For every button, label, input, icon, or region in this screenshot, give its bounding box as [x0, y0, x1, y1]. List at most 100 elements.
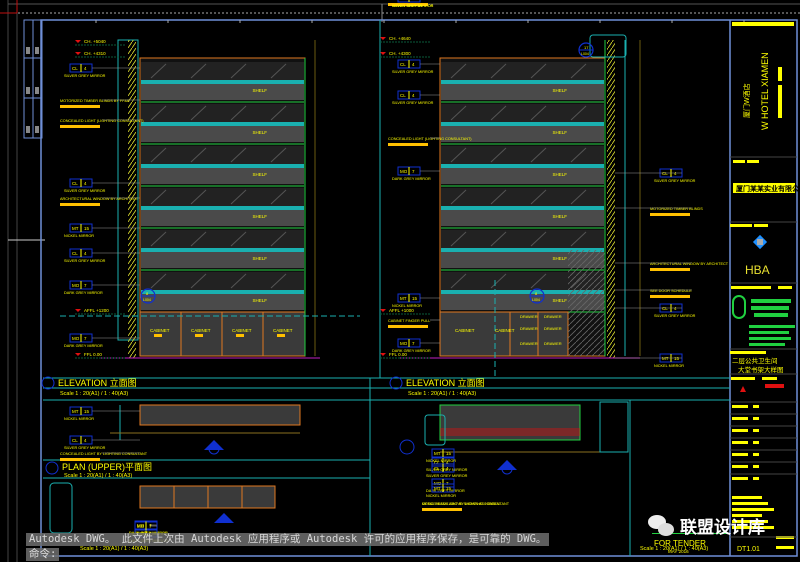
callout-text: DARK GREY MIRROR	[392, 349, 431, 353]
plan-upper-drawing[interactable]	[49, 482, 276, 534]
note-bar	[60, 458, 100, 461]
callout-tag: MT	[662, 356, 669, 361]
shelf-label: SHELF	[553, 130, 568, 135]
shelf-panel	[441, 126, 604, 142]
glass-hatch	[190, 273, 207, 289]
title-block-note	[732, 496, 762, 499]
callout-num: 7	[149, 524, 152, 529]
callout-num: 7	[149, 523, 152, 528]
note-bar	[388, 3, 428, 6]
glass-hatch	[150, 231, 167, 247]
plan-upper-header: PLAN (UPPER)平面图 Scale 1 : 20(A1) / 1 : 4…	[45, 461, 152, 479]
cabinet-label: CABINET	[232, 328, 252, 333]
glass-hatch	[570, 231, 587, 247]
callout-text: NICKEL MIRROR	[392, 4, 422, 8]
shelf-edge	[441, 122, 604, 126]
glass-hatch	[150, 63, 167, 79]
left-elevation-title: ELEVATION 立面图	[58, 377, 137, 388]
level-text: AFFL +1000	[389, 308, 414, 313]
level-marker-icon	[380, 37, 386, 40]
glass-hatch	[490, 189, 507, 205]
note-bar	[650, 213, 690, 216]
callout-text-lr: SILVER GREY MIRROR	[426, 468, 468, 472]
shelf-label: SHELF	[553, 214, 568, 219]
callout-num: 7	[412, 341, 415, 346]
shelf-panel	[141, 252, 304, 268]
glass-hatch	[270, 105, 287, 121]
glass-hatch	[490, 147, 507, 163]
status-date: MAY 2016	[668, 549, 689, 554]
glass-hatch	[570, 189, 587, 205]
firm-logo-text: HBA	[745, 263, 770, 277]
status-for-tender: FOR TENDER	[654, 539, 706, 548]
callout-tag: CL	[400, 0, 406, 1]
lower-left-section[interactable]	[110, 404, 301, 455]
glass-band	[141, 188, 304, 206]
callout-tag: MT	[434, 451, 441, 456]
callout-num: 4	[412, 62, 415, 67]
note-text-right: MOTORIZED TIMBER BLINDS	[650, 207, 703, 211]
drawer-label: DRAWER	[520, 341, 538, 346]
shelf-label: SHELF	[253, 130, 268, 135]
glass-hatch	[530, 147, 547, 163]
callout-tag: MT	[400, 0, 407, 1]
glass-hatch	[270, 63, 287, 79]
callout-text: NICKEL MIRROR	[392, 304, 422, 308]
shelf-label: SHELF	[553, 172, 568, 177]
callout-text: SILVER GREY MIRROR	[64, 259, 106, 263]
title-block-value	[753, 441, 759, 444]
left-elevation-scale: Scale 1 : 20(A1) / 1 : 40(A3)	[60, 391, 128, 397]
glass-hatch	[270, 147, 287, 163]
callout-text: DARK GREY MIRROR	[64, 344, 103, 348]
shelf-edge	[141, 80, 304, 84]
level-marker-icon	[380, 309, 386, 312]
drawer-label: DRAWER	[544, 326, 562, 331]
callout-num: 15	[674, 356, 680, 361]
title-block-field	[732, 477, 748, 480]
note-bar	[388, 143, 428, 146]
level-text: FFL 0.00	[389, 352, 407, 357]
glass-hatch	[450, 189, 467, 205]
glass-band	[441, 104, 604, 122]
glass-hatch	[450, 63, 467, 79]
glass-hatch	[190, 189, 207, 205]
callout-num: 15	[84, 409, 90, 414]
callout-tag: CL	[400, 62, 406, 67]
callout-tag: MO	[400, 169, 408, 174]
watermark-text: 联盟设计库	[680, 518, 765, 538]
glass-hatch	[570, 63, 587, 79]
glass-hatch	[570, 105, 587, 121]
glass-hatch	[270, 189, 287, 205]
note-text-lower: CONCEALED LIGHT BY LIGHTING CONSULTANT	[60, 452, 148, 456]
note-bar	[60, 125, 100, 128]
glass-hatch	[490, 273, 507, 289]
glass-hatch	[570, 147, 587, 163]
shelf-label: SHELF	[553, 256, 568, 261]
callout-text-lower: SILVER GREY MIRROR	[64, 446, 106, 450]
title-block-note	[732, 514, 762, 517]
cabinet-label: CABINET	[273, 328, 293, 333]
glass-band	[141, 104, 304, 122]
project-name-cn: 厦门W酒店	[742, 83, 751, 118]
shelf-label: SHELF	[553, 298, 568, 303]
note-text-lr: CONCEALED LIGHT BY LIGHTING CONSULTANT	[422, 502, 510, 506]
title-block-note	[732, 520, 768, 523]
callout-num: 7	[84, 336, 87, 341]
shelf-label: SHELF	[253, 298, 268, 303]
command-prompt[interactable]: 命令:	[26, 548, 60, 561]
title-block-value	[753, 429, 759, 432]
glass-band	[441, 62, 604, 80]
shelf-edge	[141, 290, 304, 294]
glass-band	[141, 146, 304, 164]
callout-text: DARK GREY MIRROR	[64, 291, 103, 295]
callout-tag: CL	[662, 171, 668, 176]
callout-tag: MO	[72, 283, 80, 288]
title-block-value	[753, 477, 759, 480]
callout-tag: MT	[72, 409, 79, 414]
callout-text-lr: NICKEL MIRROR	[426, 459, 456, 463]
note-text: ARCHITECTURAL WINDOW BY ARCHITECT	[60, 197, 139, 201]
lower-right-section[interactable]	[399, 401, 629, 475]
